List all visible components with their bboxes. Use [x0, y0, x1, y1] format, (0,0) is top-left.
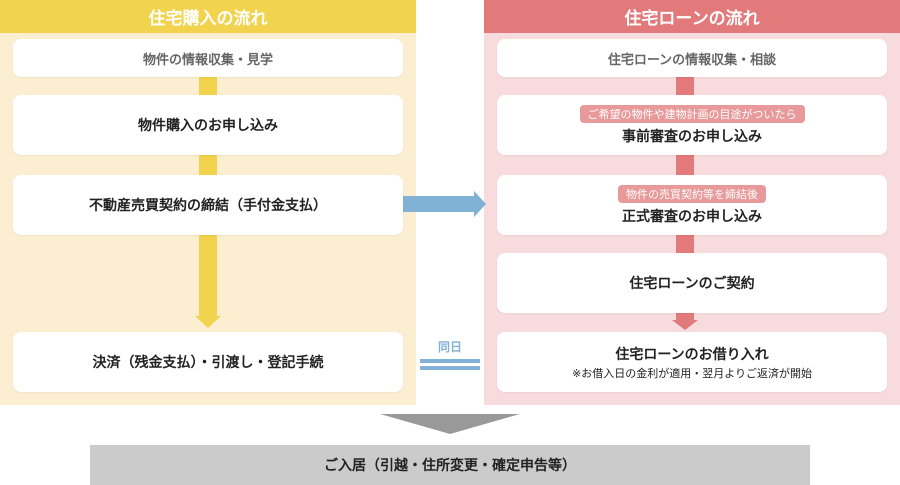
connector-line	[199, 235, 217, 317]
step-label: 正式審査のお申し込み	[622, 208, 762, 225]
same-day-label: 同日	[437, 340, 462, 354]
arrow-down-icon	[195, 316, 221, 328]
move-in-step: ご入居（引越・住所変更・確定申告等）	[90, 445, 810, 485]
arrow-right-head-icon	[474, 191, 486, 217]
loan-step-1: 住宅ローンの情報収集・相談	[497, 39, 887, 77]
step-condition-badge: 物件の売買契約等を締結後	[618, 184, 766, 203]
loan-step-5: 住宅ローンのお借り入れ ※お借入日の金利が適用・翌月よりご返済が開始	[497, 332, 887, 392]
connector-line	[676, 155, 694, 175]
loan-step-4: 住宅ローンのご契約	[497, 253, 887, 313]
loan-step-3: 物件の売買契約等を締結後 正式審査のお申し込み	[497, 175, 887, 235]
arrow-down-icon	[672, 320, 698, 330]
connector-line	[676, 77, 694, 95]
loan-step-2: ご希望の物件や建物計画の目途がついたら 事前審査のお申し込み	[497, 95, 887, 155]
equals-line-icon	[420, 366, 480, 370]
step-note: ※お借入日の金利が適用・翌月よりご返済が開始	[572, 366, 812, 380]
step-label: 不動産売買契約の締結（手付金支払）	[89, 198, 327, 214]
step-label: 住宅ローンの情報収集・相談	[607, 52, 777, 68]
equals-line-icon	[420, 359, 480, 363]
connector-line	[199, 77, 217, 95]
arrow-down-large-icon	[380, 414, 520, 434]
purchase-step-1: 物件の情報収集・見学	[13, 39, 403, 77]
connector-line	[676, 313, 694, 321]
step-label: 物件の情報収集・見学	[142, 52, 273, 68]
loan-flow-title: 住宅ローンの流れ	[484, 0, 900, 33]
step-label: 決済（残金支払）・引渡し・登記手続	[92, 355, 324, 371]
connector-line	[676, 235, 694, 253]
connector-line	[199, 155, 217, 175]
step-label: 事前審査のお申し込み	[622, 128, 762, 145]
purchase-step-4: 決済（残金支払）・引渡し・登記手続	[13, 332, 403, 392]
step-condition-badge: ご希望の物件や建物計画の目途がついたら	[579, 104, 805, 123]
loan-flow-panel: 住宅ローンの流れ 住宅ローンの情報収集・相談 ご希望の物件や建物計画の目途がつい…	[484, 0, 900, 405]
step-label: 物件購入のお申し込み	[138, 118, 278, 134]
step-label: 住宅ローンのお借り入れ	[615, 346, 769, 363]
purchase-step-3: 不動産売買契約の締結（手付金支払）	[13, 175, 403, 235]
final-step-label: ご入居（引越・住所変更・確定申告等）	[324, 458, 576, 474]
arrow-right-icon	[403, 196, 475, 212]
purchase-flow-title: 住宅購入の流れ	[0, 0, 416, 33]
purchase-step-2: 物件購入のお申し込み	[13, 95, 403, 155]
purchase-flow-panel: 住宅購入の流れ 物件の情報収集・見学 物件購入のお申し込み 不動産売買契約の締結…	[0, 0, 416, 405]
step-label: 住宅ローンのご契約	[629, 276, 755, 292]
